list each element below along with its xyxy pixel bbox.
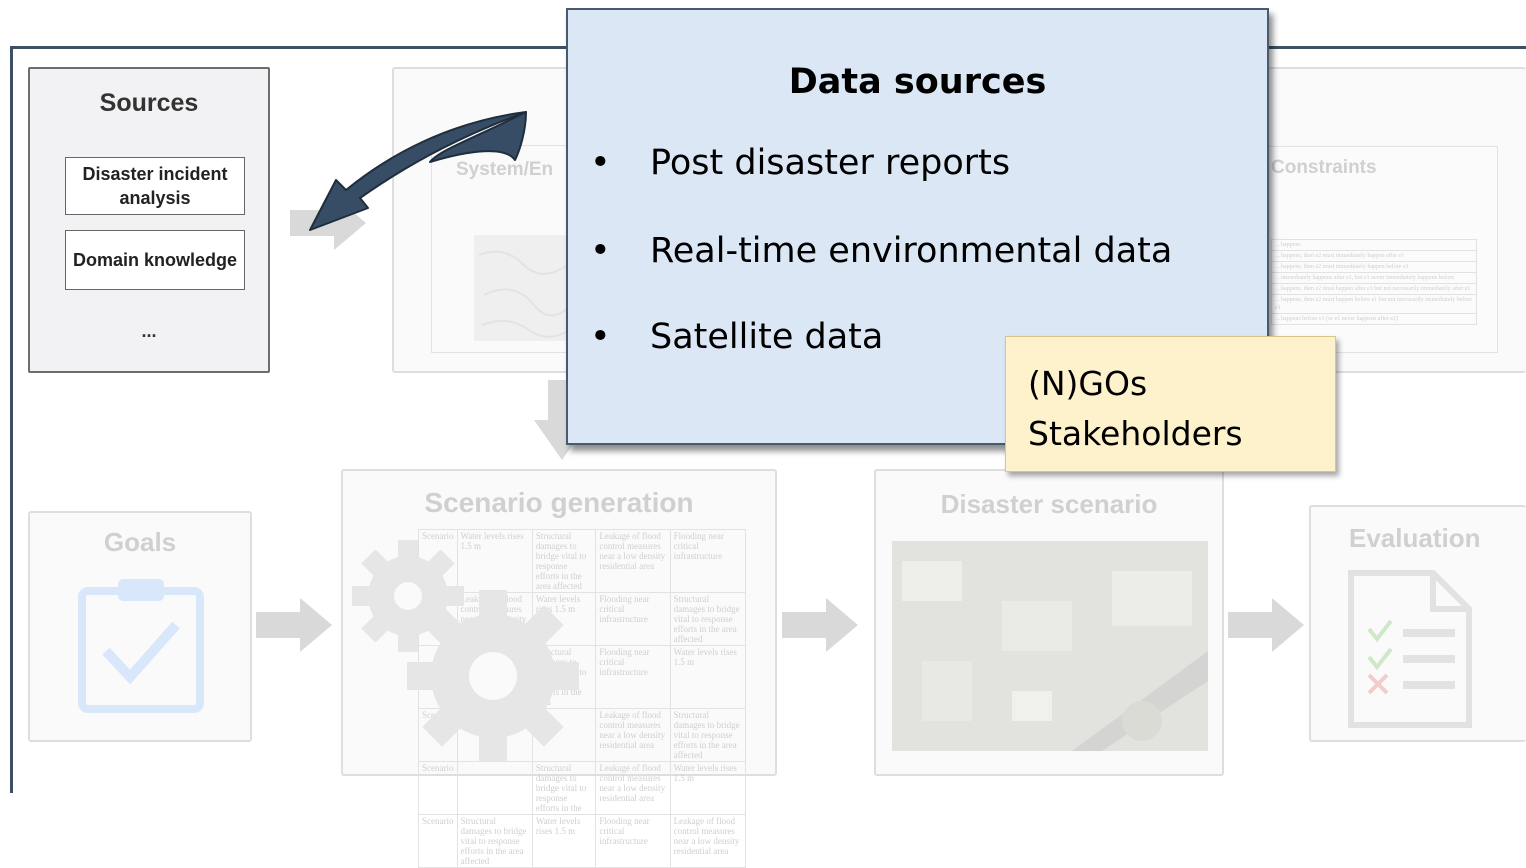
source-item-domain-knowledge: Domain knowledge: [65, 230, 245, 290]
scenario-generation-title: Scenario generation: [424, 487, 694, 518]
data-source-item: • Real-time environmental data: [590, 231, 1172, 271]
scenario-table-cell: Leakage of flood control measures near a…: [595, 708, 671, 762]
constraints-table-cell: ... happens before e1 (or e1 never happe…: [1271, 313, 1477, 325]
disaster-aerial-photo: [892, 541, 1208, 751]
goals-panel: Goals: [28, 511, 252, 742]
constraints-table-row: ... immediately happens after e1, but e1…: [1271, 272, 1477, 284]
arrow-goals-to-scenario: [256, 598, 332, 652]
scenario-table-cell: Structural damages to bridge vital to re…: [669, 708, 747, 762]
constraints-table: ... happens... happens, then e2 must imm…: [1271, 239, 1477, 325]
stakeholders-note: (N)GOs Stakeholders: [1005, 336, 1336, 472]
evaluation-panel: Evaluation: [1309, 505, 1526, 742]
scenario-table-cell: Flooding near critical infrastructure: [595, 814, 671, 868]
terrain-map-image: [474, 235, 584, 341]
constraints-table-cell: ... immediately happens after e1, but e1…: [1271, 272, 1477, 284]
bullet-icon: •: [590, 231, 611, 271]
arrow-scenario-to-disaster: [782, 598, 858, 652]
clipboard-check-icon: [78, 579, 204, 713]
frame-left-line: [10, 46, 13, 793]
scenario-table-cell: Structural damages to bridge vital to re…: [669, 592, 747, 646]
constraints-table-row: ... happens, then e2 must happen before …: [1271, 294, 1477, 314]
scenario-table-cell: Flooding near critical infrastructure: [595, 592, 671, 646]
scenario-table-cell: Water levels rises 1.5 m: [456, 529, 533, 593]
sources-title: Sources: [99, 89, 199, 117]
note-line-stakeholders: Stakeholders: [1028, 414, 1243, 453]
goals-title: Goals: [103, 527, 177, 557]
sources-more: ...: [141, 321, 157, 341]
data-source-label: Real-time environmental data: [650, 231, 1173, 271]
constraints-table-cell: ... happens: [1271, 239, 1477, 251]
scenario-table-cell: Water levels rises 1.5 m: [669, 761, 747, 815]
scenario-table-cell: Flooding near critical infrastructure: [669, 529, 747, 593]
checklist-document-icon: [1348, 570, 1472, 728]
constraints-table-cell: ... happens, then e2 must immediately ha…: [1271, 261, 1477, 273]
scenario-table-cell: Water levels rises 1.5 m: [531, 814, 597, 868]
scenario-table-cell: Structural damages to bridge vital to re…: [456, 814, 533, 868]
data-source-label: Satellite data: [650, 317, 884, 357]
curved-arrow-to-sources: [309, 111, 527, 231]
constraints-panel: Constraints ... happens... happens, then…: [1250, 146, 1498, 353]
data-sources-title: Data sources: [788, 62, 1047, 102]
disaster-scenario-panel: Disaster scenario: [874, 469, 1224, 776]
system-environment-title: System/En: [456, 159, 554, 180]
arrow-disaster-to-evaluation: [1228, 598, 1304, 652]
bullet-icon: •: [590, 317, 611, 357]
constraints-table-row: ... happens, then e2 must immediately ha…: [1271, 261, 1477, 273]
constraints-table-row: ... happens, then e2 must immediately ha…: [1271, 250, 1477, 262]
source-item-disaster-incident-analysis: Disaster incident analysis: [65, 157, 245, 215]
scenario-table-cell: Flooding near critical infrastructure: [595, 645, 671, 709]
constraints-table-cell: ... happens, then e2 must happen before …: [1271, 294, 1477, 314]
note-line-ngos: (N)GOs: [1028, 364, 1148, 403]
constraints-title: Constraints: [1271, 157, 1377, 178]
constraints-table-row: ... happens before e1 (or e1 never happe…: [1271, 313, 1477, 325]
scenario-table-cell: Water levels rises 1.5 m: [669, 645, 747, 709]
constraints-table-row: ... happens: [1271, 239, 1477, 251]
constraints-table-cell: ... happens, then e2 must immediately ha…: [1271, 250, 1477, 262]
gears-icon: [352, 540, 579, 762]
data-source-item: • Post disaster reports: [590, 143, 1010, 183]
data-source-item: • Satellite data: [590, 317, 883, 357]
evaluation-title: Evaluation: [1349, 523, 1481, 553]
constraints-table-cell: ... happens, then e2 must happen after e…: [1271, 283, 1477, 295]
scenario-table-cell: Scenario: [418, 814, 458, 868]
sources-panel: Sources Disaster incident analysis Domai…: [28, 67, 270, 373]
scenario-table-cell: Leakage of flood control measures near a…: [595, 761, 671, 815]
scenario-table-cell: Leakage of flood control measures near a…: [595, 529, 671, 593]
scenario-table-cell: Leakage of flood control measures near a…: [669, 814, 747, 868]
data-source-label: Post disaster reports: [650, 143, 1011, 183]
constraints-table-row: ... happens, then e2 must happen after e…: [1271, 283, 1477, 295]
bullet-icon: •: [590, 143, 611, 183]
disaster-scenario-title: Disaster scenario: [940, 489, 1158, 519]
